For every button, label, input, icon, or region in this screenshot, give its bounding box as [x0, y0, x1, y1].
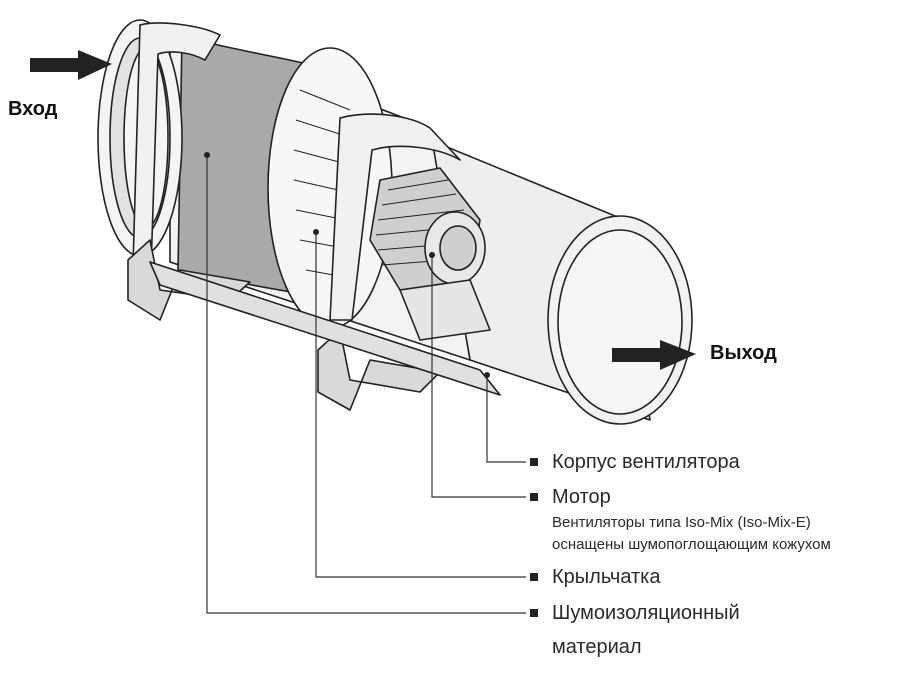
impeller-label: Крыльчатка — [552, 564, 660, 590]
bullet-motor — [530, 493, 538, 501]
inlet-label: Вход — [8, 98, 57, 121]
motor-note-line1: Вентиляторы типа Iso-Mix (Iso-Mix-E) — [552, 512, 811, 533]
insulation-label-line1: Шумоизоляционный — [552, 600, 740, 626]
motor-label: Мотор — [552, 484, 611, 510]
housing-label: Корпус вентилятора — [552, 449, 740, 475]
inlet-arrow — [30, 50, 112, 80]
outlet-label: Выход — [710, 342, 777, 365]
insulation-label-line2: материал — [552, 634, 642, 660]
bullet-impeller — [530, 573, 538, 581]
bullet-housing — [530, 458, 538, 466]
motor-note-line2: оснащены шумопоглощающим кожухом — [552, 534, 831, 555]
bullet-insulation — [530, 609, 538, 617]
